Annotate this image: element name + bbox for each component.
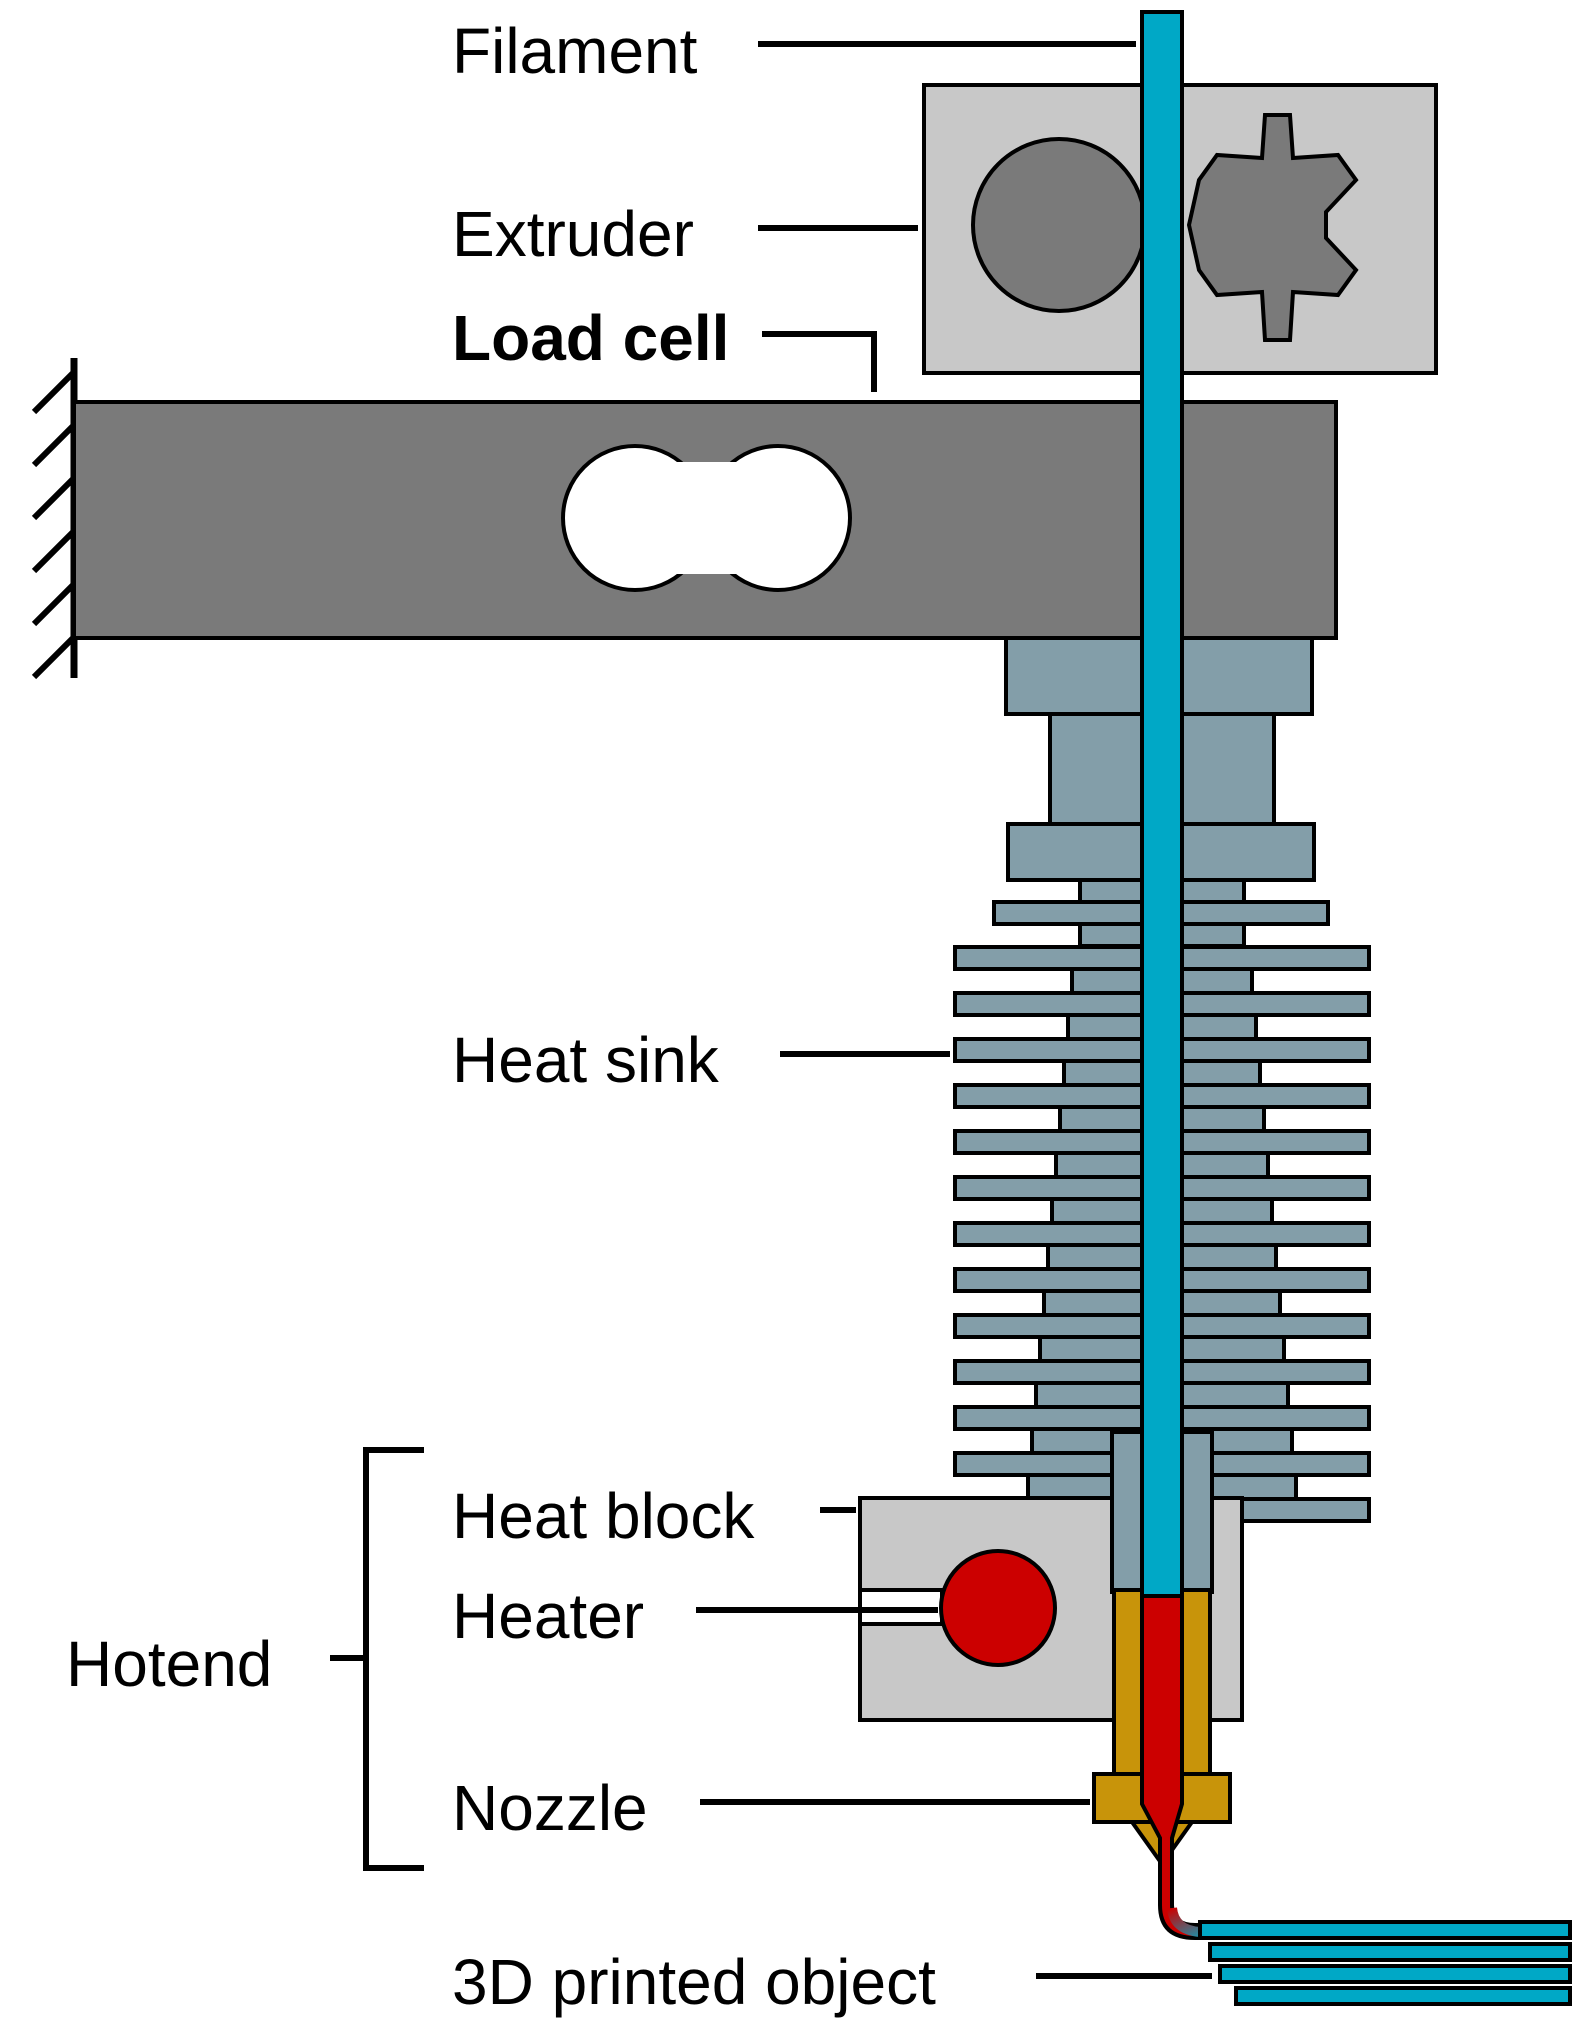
label-nozzle: Nozzle bbox=[452, 1772, 648, 1844]
label-extruder: Extruder bbox=[452, 198, 694, 270]
circle-icon bbox=[971, 137, 1147, 313]
label-heat-block: Heat block bbox=[452, 1480, 755, 1552]
label-heat-sink: Heat sink bbox=[452, 1024, 720, 1096]
printed-object bbox=[1198, 1920, 1572, 2006]
label-load-cell: Load cell bbox=[452, 302, 729, 374]
double-circle-icon bbox=[561, 444, 852, 592]
label-heater: Heater bbox=[452, 1580, 644, 1652]
leader-lines bbox=[330, 41, 1212, 1979]
load-cell-beam bbox=[72, 400, 1338, 640]
hatched-wall-icon bbox=[31, 358, 78, 680]
heater-element bbox=[939, 1549, 1057, 1667]
labels: Filament Extruder Load cell Heat sink He… bbox=[66, 15, 936, 2018]
label-hotend: Hotend bbox=[66, 1628, 272, 1700]
gear-icon bbox=[1186, 113, 1359, 342]
label-filament: Filament bbox=[452, 15, 698, 87]
label-printed-object: 3D printed object bbox=[452, 1946, 936, 2018]
